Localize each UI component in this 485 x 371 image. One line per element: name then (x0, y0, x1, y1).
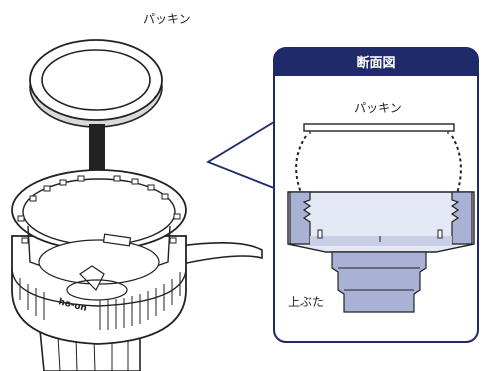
packing-ring (29, 39, 163, 128)
section-title: 断面図 (356, 55, 395, 71)
callout-pointer (205, 121, 275, 189)
dotted-curved-arrow-icon (295, 135, 462, 223)
packing-label-section: パッキン (354, 101, 402, 115)
section-header (274, 48, 478, 76)
packing-label-top: パッキン (143, 12, 191, 26)
lid-illustration (11, 169, 263, 371)
lid-label: 上ぶた (288, 295, 324, 309)
packing-section (303, 123, 455, 134)
lid-section (287, 191, 475, 313)
